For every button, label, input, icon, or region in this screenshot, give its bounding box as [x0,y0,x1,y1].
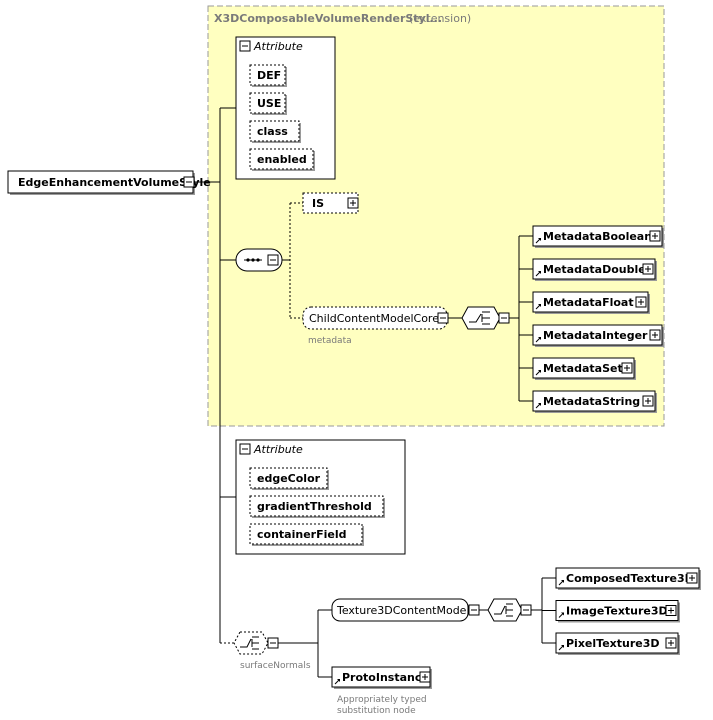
child-content-model-group[interactable]: ChildContentModelCore [302,306,449,330]
texture-node-list: ComposedTexture3D ImageTexture3D PixelText… [542,567,701,655]
attribute-label: containerField [257,528,346,541]
attribute-group-bottom: Attribute edgeColor gradientThreshold conta… [235,439,406,555]
texture-group-label: Texture3DContentModel [336,604,470,617]
node-label: MetadataSet [543,362,623,375]
extension-title: X3DComposableVolumeRenderStyl... [214,12,442,25]
node-metadatadouble[interactable]: MetadataDouble [532,258,657,281]
expand-icon[interactable] [621,362,633,374]
proto-caption-line2: substitution node [337,706,416,716]
collapse-icon[interactable] [183,176,195,188]
expand-icon[interactable] [665,605,677,616]
collapse-icon[interactable] [498,312,510,324]
expand-icon[interactable] [642,395,654,407]
attribute-group-bottom-collapse-icon[interactable] [239,443,251,455]
node-label: MetadataBoolean [543,230,652,243]
attribute-use[interactable]: USE [249,92,287,115]
proto-label: ProtoInstance [342,671,429,684]
attribute-label: gradientThreshold [257,500,372,513]
expand-icon[interactable] [665,637,677,649]
root-element[interactable]: EdgeEnhancementVolumeStyle [7,170,211,195]
attribute-edgecolor[interactable]: edgeColor [249,467,329,490]
choice-compositor-metadata[interactable] [461,306,510,330]
node-composedtexture3d[interactable]: ComposedTexture3D [555,567,701,590]
expand-icon[interactable] [649,230,661,242]
expand-icon[interactable] [635,296,647,308]
attribute-label: USE [257,97,281,110]
expand-icon[interactable] [649,329,661,341]
node-label: MetadataFloat [543,296,634,309]
node-metadataboolean[interactable]: MetadataBoolean [532,225,664,248]
is-node-label: IS [312,197,324,210]
attribute-def[interactable]: DEF [249,64,287,87]
node-label: ImageTexture3D [566,605,668,618]
choice-compositor-texture[interactable] [487,598,532,622]
proto-instance-node[interactable]: ProtoInstance [331,666,432,689]
root-element-label: EdgeEnhancementVolumeStyle [18,176,211,189]
node-label: MetadataString [543,395,640,408]
node-label: PixelTexture3D [566,637,660,650]
collapse-icon[interactable] [520,604,532,616]
node-label: MetadataDouble [543,263,646,276]
extension-kind: (extension) [409,12,471,25]
node-label: ComposedTexture3D [566,572,694,585]
node-metadataset[interactable]: MetadataSet [532,357,636,380]
attribute-label: enabled [257,153,307,166]
attribute-class[interactable]: class [249,120,301,143]
attribute-label: class [257,125,288,138]
collapse-icon[interactable] [437,312,449,324]
attribute-gradientthreshold[interactable]: gradientThreshold [249,495,385,518]
surface-caption: surfaceNormals [240,661,311,671]
node-metadatastring[interactable]: MetadataString [532,390,657,413]
node-pixeltexture3d[interactable]: PixelTexture3D [555,632,680,655]
attribute-label: DEF [257,69,281,82]
sequence-compositor[interactable] [235,248,283,272]
node-label: MetadataInteger [543,329,648,342]
attribute-group-top-collapse-icon[interactable] [239,40,251,52]
choice-compositor-surface[interactable] [233,631,279,655]
collapse-icon[interactable] [468,604,480,616]
expand-icon[interactable] [347,197,359,209]
node-imagetexture3d[interactable]: ImageTexture3D [555,600,680,623]
collapse-icon[interactable] [267,254,279,266]
texture-content-model-group[interactable]: Texture3DContentModel [331,598,480,622]
metadata-node-list: MetadataBooleanMetadataDoubleMetadataFlo… [519,225,664,413]
proto-caption-line1: Appropriately typed [337,695,427,705]
child-group-caption: metadata [308,336,352,346]
attribute-containerfield[interactable]: containerField [249,523,364,546]
attribute-group-bottom-header: Attribute [253,443,303,456]
collapse-icon[interactable] [267,637,279,649]
expand-icon[interactable] [642,263,654,275]
node-metadatafloat[interactable]: MetadataFloat [532,291,650,314]
is-node[interactable]: IS [302,192,359,214]
node-metadatainteger[interactable]: MetadataInteger [532,324,664,347]
attribute-label: edgeColor [257,472,321,485]
expand-icon[interactable] [419,671,431,683]
child-group-label: ChildContentModelCore [309,312,439,325]
expand-icon[interactable] [686,572,698,584]
attribute-group-top-header: Attribute [253,40,303,53]
attribute-enabled[interactable]: enabled [249,148,315,171]
